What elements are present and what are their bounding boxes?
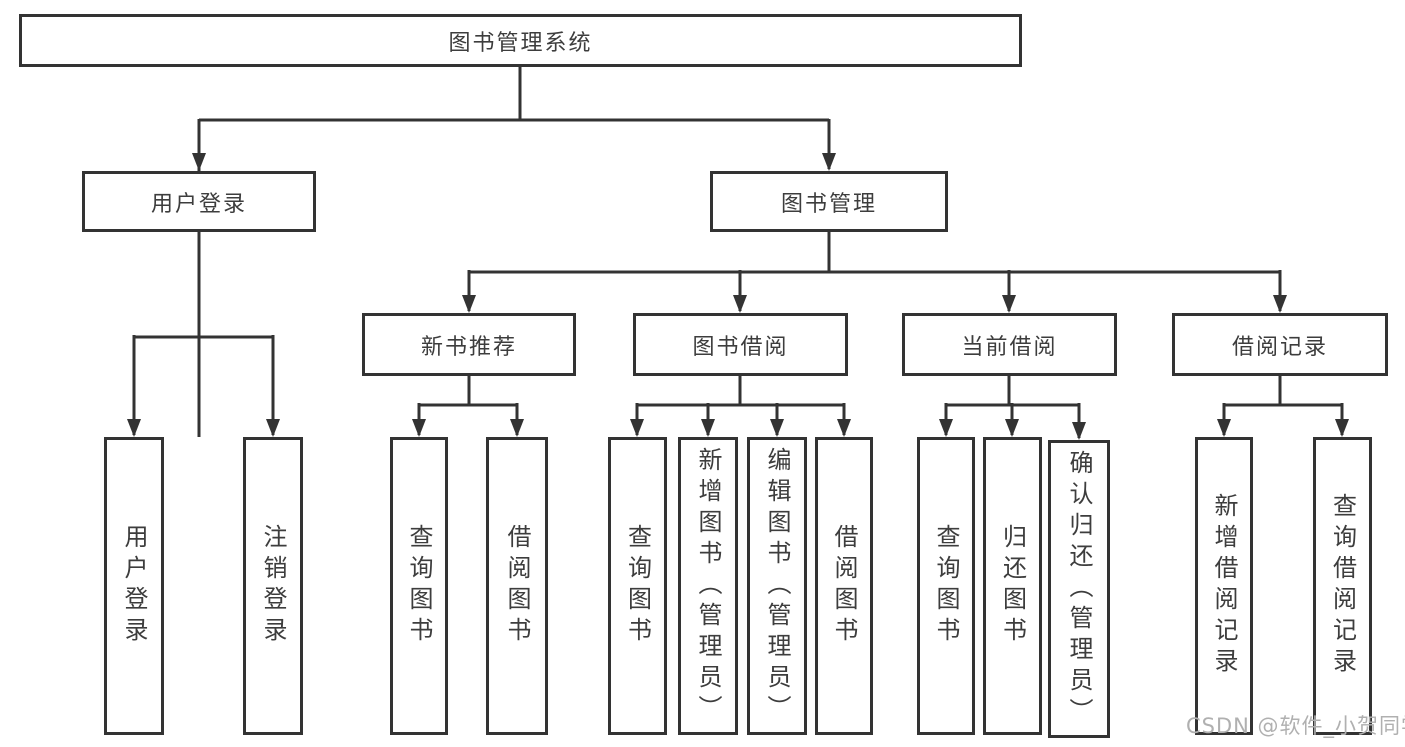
node-leaf-query-books-1: 查询图书 xyxy=(390,437,448,735)
node-borrow-records: 借阅记录 xyxy=(1172,313,1388,376)
node-leaf-borrow-books-1: 借阅图书 xyxy=(486,437,548,735)
node-leaf-borrow-books-2: 借阅图书 xyxy=(815,437,873,735)
node-leaf-logout: 注销登录 xyxy=(243,437,303,735)
node-new-book-recommend: 新书推荐 xyxy=(362,313,576,376)
node-leaf-add-books-admin: 新增图书（管理员） xyxy=(678,437,738,735)
node-leaf-confirm-return-admin: 确认归还（管理员） xyxy=(1048,440,1110,738)
node-book-management-branch: 图书管理 xyxy=(710,171,948,232)
node-leaf-return-books: 归还图书 xyxy=(983,437,1042,735)
node-user-login-branch: 用户登录 xyxy=(82,171,316,232)
node-leaf-query-borrow-record: 查询借阅记录 xyxy=(1313,437,1372,735)
csdn-watermark: CSDN @软件_小贺同学 xyxy=(1186,714,1405,738)
node-leaf-add-borrow-record: 新增借阅记录 xyxy=(1195,437,1253,735)
node-root-system: 图书管理系统 xyxy=(19,14,1022,67)
node-current-borrow: 当前借阅 xyxy=(902,313,1117,376)
node-leaf-user-login: 用户登录 xyxy=(104,437,164,735)
node-book-borrow: 图书借阅 xyxy=(633,313,848,376)
node-leaf-query-books-2: 查询图书 xyxy=(608,437,667,735)
node-leaf-edit-books-admin: 编辑图书（管理员） xyxy=(747,437,807,735)
node-leaf-query-books-3: 查询图书 xyxy=(917,437,975,735)
